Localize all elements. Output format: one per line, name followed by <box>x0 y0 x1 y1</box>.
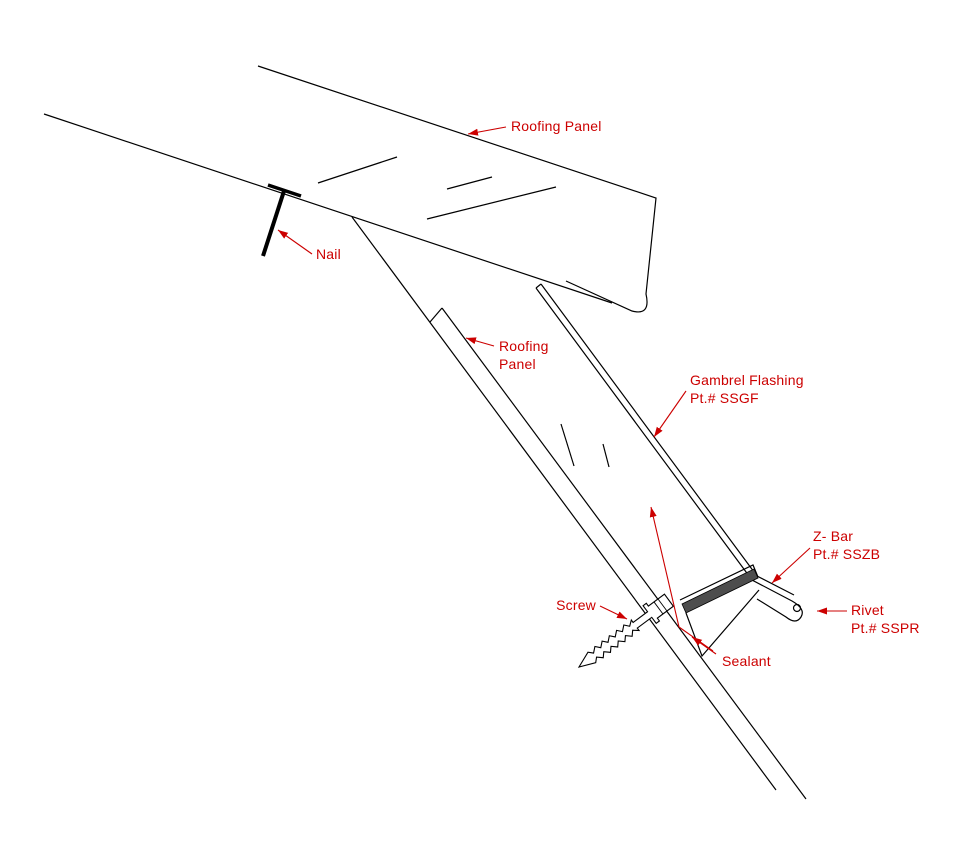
nail-shaft <box>261 190 286 257</box>
leader-gambrel-flashing <box>653 390 687 438</box>
screw-head-facets <box>653 598 668 615</box>
leader-z-bar <box>771 547 811 584</box>
upper-panel-bottom-edge <box>43 113 613 304</box>
label-z-bar-line1: Z- Bar <box>813 528 853 544</box>
panel-surface-mark <box>446 176 493 190</box>
upper-panel-outline <box>257 65 657 313</box>
label-roofing-panel-upper: Roofing Panel <box>511 118 602 134</box>
label-roofing-panel-lower-line1: Roofing <box>499 338 549 354</box>
label-screw: Screw <box>556 597 597 613</box>
label-rivet-line2: Pt.# SSPR <box>851 620 920 636</box>
panel-surface-mark <box>317 156 398 184</box>
panel-surface-mark <box>426 186 557 220</box>
sealant-band <box>681 568 759 614</box>
rivet-shape <box>792 603 802 613</box>
leader-nail <box>277 229 313 255</box>
label-gambrel-flashing-line2: Pt.# SSGF <box>690 390 759 406</box>
label-gambrel-flashing-line1: Gambrel Flashing <box>690 372 804 388</box>
label-nail: Nail <box>316 246 341 262</box>
linework <box>43 65 807 800</box>
lower-panel-end-cap <box>429 307 443 323</box>
z-bar-top-edge <box>679 564 759 601</box>
label-rivet-line1: Rivet <box>851 602 884 618</box>
z-bar-web <box>685 589 760 658</box>
leader-sealant-tape <box>691 636 717 655</box>
leader-sealant-lap <box>649 506 714 652</box>
panel-surface-mark <box>560 423 575 467</box>
gambrel-flashing-inner-line <box>540 283 795 596</box>
leader-roofing-panel-lower <box>465 337 495 347</box>
gambrel-flashing-outer-line <box>535 287 803 622</box>
panel-surface-mark <box>602 443 610 468</box>
label-sealant: Sealant <box>722 653 771 669</box>
labels: Roofing Panel Nail Roofing Panel Gambrel… <box>316 118 920 669</box>
screw-shape <box>577 593 675 668</box>
screw-body <box>577 593 675 668</box>
nail-shape <box>261 183 302 257</box>
nail-head <box>267 183 302 198</box>
leader-lines <box>277 126 847 655</box>
lower-panel-surface <box>441 307 807 800</box>
label-z-bar-line2: Pt.# SSZB <box>813 546 880 562</box>
label-roofing-panel-lower-line2: Panel <box>499 356 536 372</box>
leader-roofing-panel-upper <box>467 126 507 136</box>
leader-screw <box>599 605 628 620</box>
gambrel-flashing-top-cap <box>535 283 542 289</box>
lower-panel-underside <box>351 216 777 791</box>
